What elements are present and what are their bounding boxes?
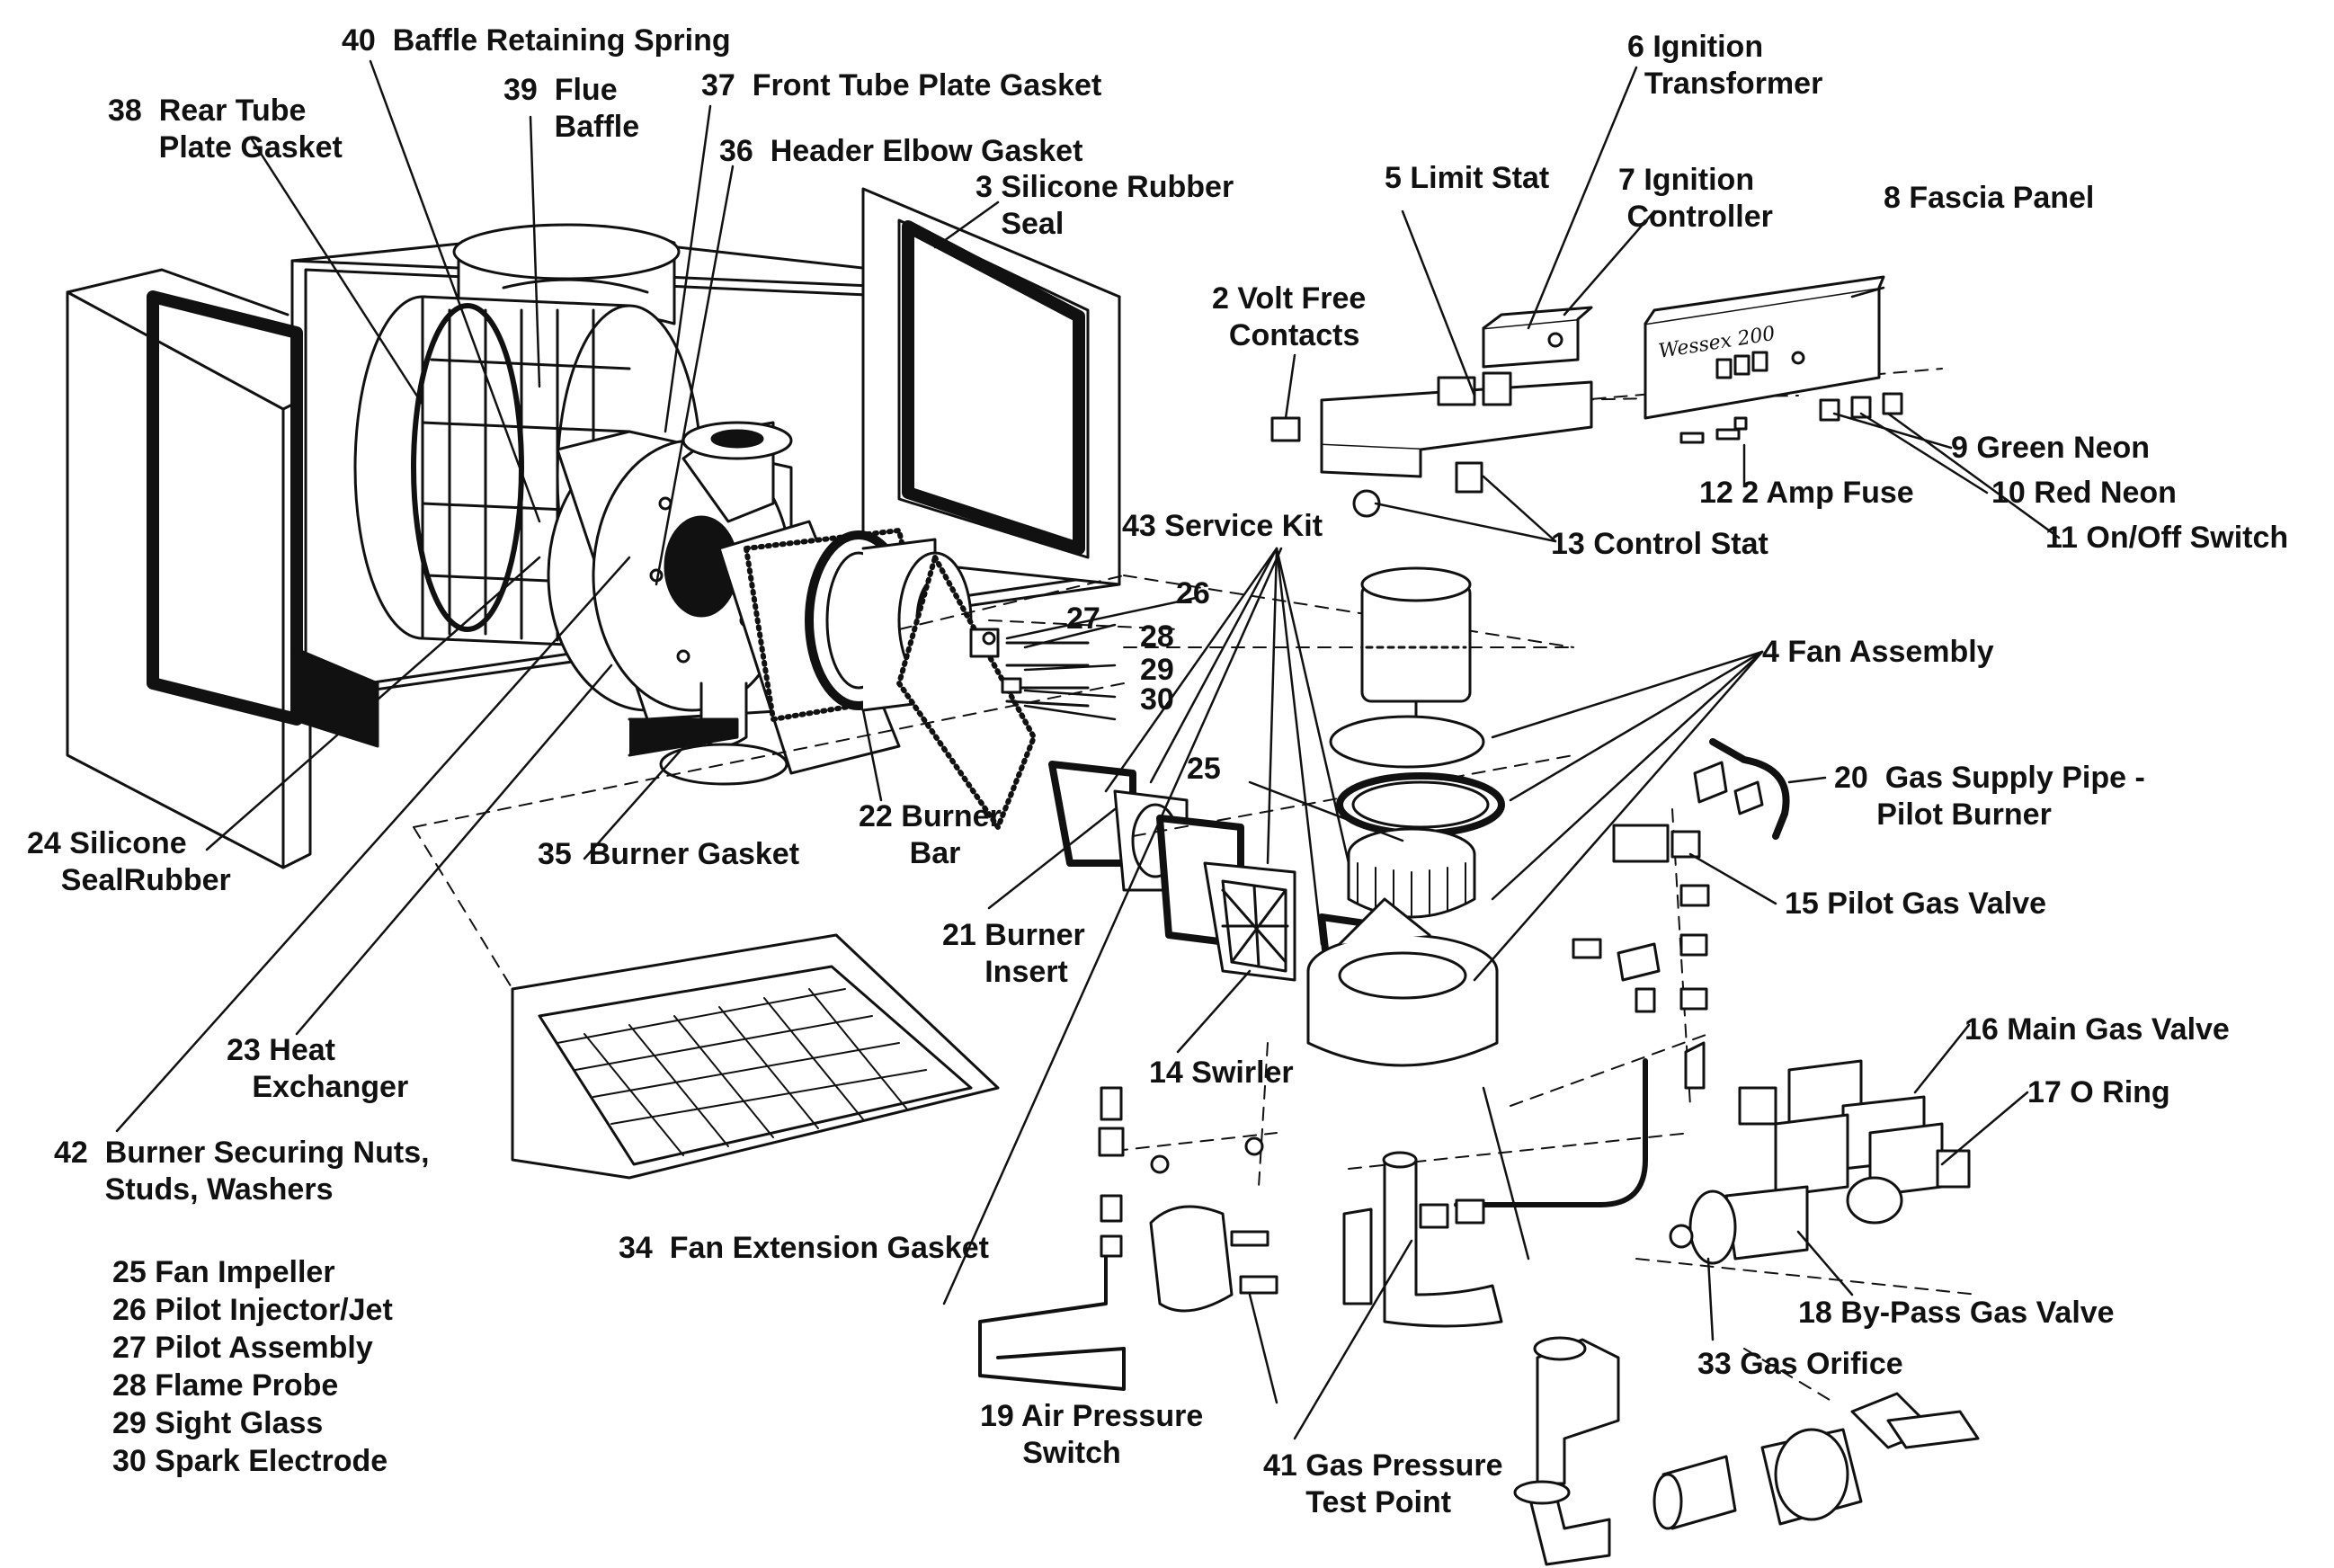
key-item-sight-glass: 29 Sight Glass <box>112 1406 324 1440</box>
callout-22: 22 Burner Bar <box>859 799 1002 870</box>
callout-17: 17 O Ring <box>2027 1075 2170 1109</box>
base-tray <box>511 933 1000 1180</box>
callout-35: 35 Burner Gasket <box>538 837 800 871</box>
callout-39: 39 Flue Baffle <box>503 73 640 144</box>
callout-30: 30 <box>1140 682 1174 717</box>
callout-7: 7 Ignition Controller <box>1618 163 1773 234</box>
callout-18: 18 By-Pass Gas Valve <box>1798 1296 2115 1330</box>
callout-2: 2 Volt Free Contacts <box>1212 281 1367 352</box>
callout-42: 42 Burner Securing Nuts, Studs, Washers <box>54 1136 430 1207</box>
key-item-pilot-injector: 26 Pilot Injector/Jet <box>112 1293 393 1327</box>
callout-3: 3 Silicone Rubber Seal <box>975 170 1234 241</box>
callout-26: 26 <box>1176 576 1210 610</box>
callout-38: 38 Rear Tube Plate Gasket <box>108 94 343 165</box>
callout-14: 14 Swirler <box>1149 1056 1294 1090</box>
key-item-pilot-assembly: 27 Pilot Assembly <box>112 1331 373 1365</box>
callout-24: 24 Silicone SealRubber <box>27 826 231 897</box>
key-item-fan-impeller: 25 Fan Impeller <box>112 1255 335 1289</box>
callout-21: 21 Burner Insert <box>942 918 1085 989</box>
callout-6: 6 Ignition Transformer <box>1627 30 1823 101</box>
callout-12: 12 2 Amp Fuse <box>1699 476 1914 510</box>
callout-25: 25 <box>1187 752 1221 786</box>
burner-assembly <box>717 520 1388 1011</box>
fan-assembly <box>1306 566 1505 1067</box>
callout-43: 43 Service Kit <box>1122 509 1323 543</box>
leader-lines <box>115 59 2061 1440</box>
control-box <box>1270 275 1903 518</box>
service-kit-parts <box>969 628 1090 708</box>
callout-33: 33 Gas Orifice <box>1697 1347 1903 1381</box>
key-item-spark-electrode: 30 Spark Electrode <box>112 1444 388 1478</box>
gas-cock-fittings <box>1513 1336 1980 1566</box>
callout-10: 10 Red Neon <box>1991 476 2177 510</box>
callout-13: 13 Control Stat <box>1551 527 1768 561</box>
callout-11: 11 On/Off Switch <box>2045 521 2289 555</box>
callout-34: 34 Fan Extension Gasket <box>619 1231 989 1265</box>
callout-29: 29 <box>1140 653 1174 687</box>
callout-16: 16 Main Gas Valve <box>1964 1012 2230 1047</box>
callout-9: 9 Green Neon <box>1951 431 2151 465</box>
callout-5: 5 Limit Stat <box>1385 161 1550 195</box>
callout-40: 40 Baffle Retaining Spring <box>342 23 731 58</box>
callout-15: 15 Pilot Gas Valve <box>1785 886 2047 921</box>
gas-train <box>1342 738 1971 1328</box>
callout-20: 20 Gas Supply Pipe - Pilot Burner <box>1834 761 2145 832</box>
front-tube-plate <box>547 421 793 786</box>
air-pressure-switch-drawing <box>978 1086 1278 1391</box>
callout-28: 28 <box>1140 619 1174 654</box>
callout-36: 36 Header Elbow Gasket <box>719 134 1083 168</box>
callout-4: 4 Fan Assembly <box>1762 635 1994 669</box>
callout-27: 27 <box>1066 601 1100 636</box>
callout-37: 37 Front Tube Plate Gasket <box>701 68 1102 102</box>
callout-41: 41 Gas Pressure Test Point <box>1263 1448 1503 1519</box>
callout-23: 23 Heat Exchanger <box>227 1033 409 1104</box>
key-item-flame-probe: 28 Flame Probe <box>112 1368 339 1403</box>
callout-19: 19 Air Pressure Switch <box>980 1399 1204 1470</box>
callout-8: 8 Fascia Panel <box>1884 181 2095 215</box>
